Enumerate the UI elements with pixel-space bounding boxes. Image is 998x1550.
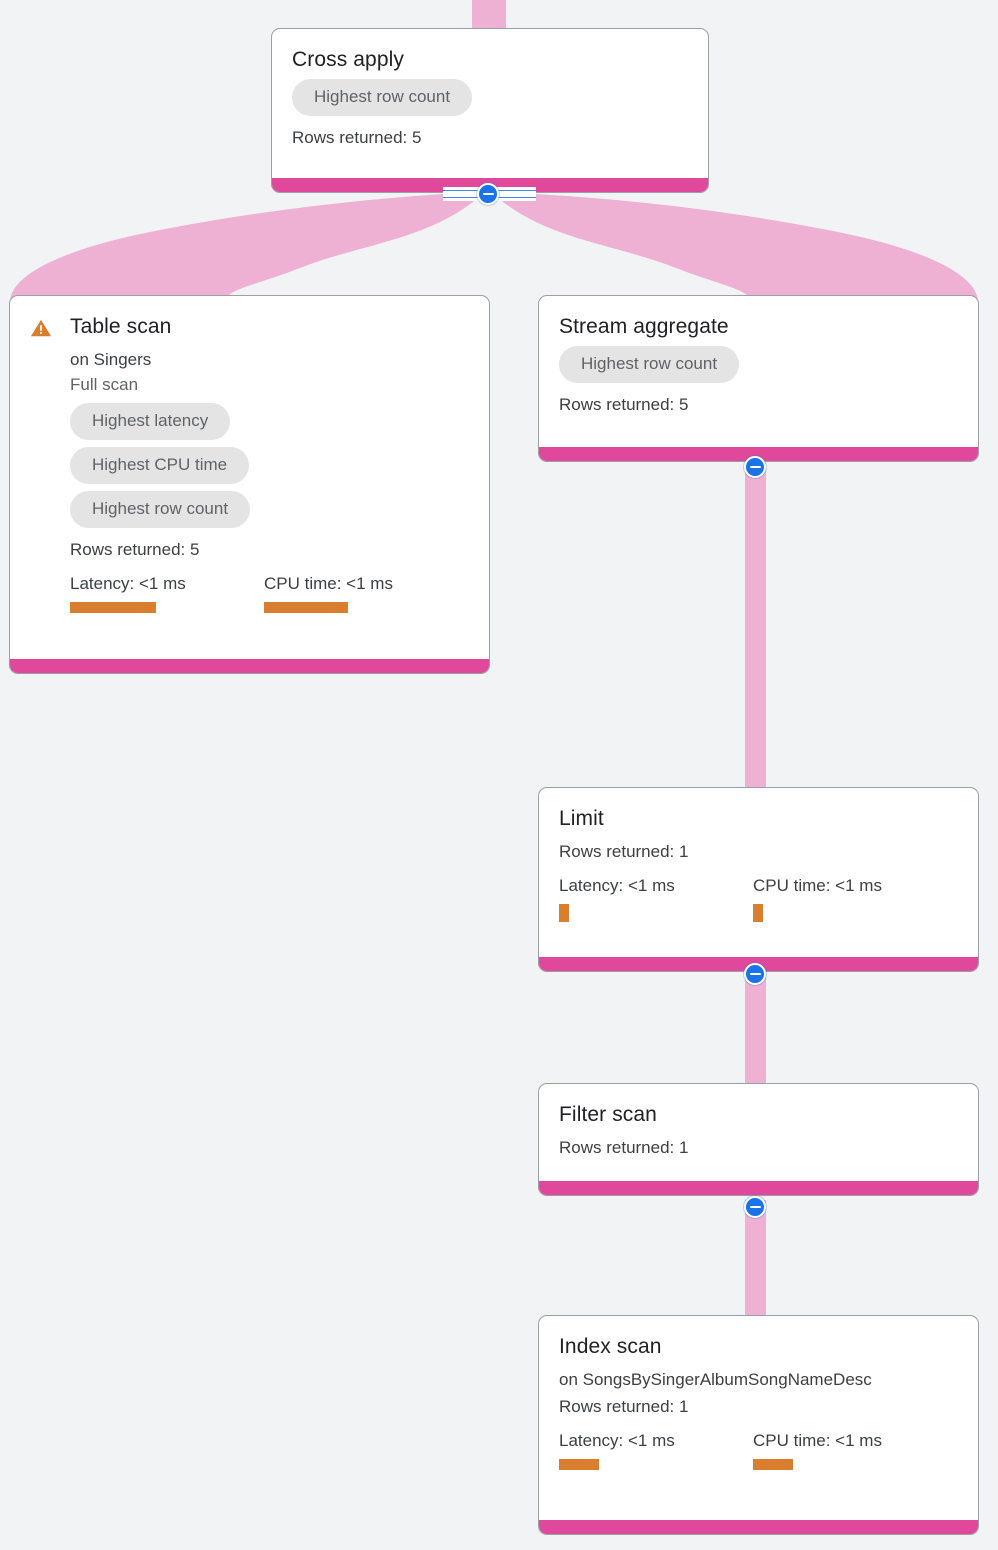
metric-cpu-time-bar — [264, 602, 348, 613]
chip-row: Highest row count — [70, 491, 469, 535]
metric-latency-bar — [559, 1459, 599, 1470]
badge-highest-latency: Highest latency — [70, 403, 231, 440]
node-title: Stream aggregate — [559, 315, 729, 338]
metric-cpu-time-label: CPU time: <1 ms — [753, 876, 882, 895]
warning-icon — [30, 319, 52, 337]
metric-cpu-time-label: CPU time: <1 ms — [753, 1431, 882, 1450]
edge-cross-apply-to-stream-aggregate — [496, 192, 978, 302]
node-stream-aggregate-body: Stream aggregate Highest row count Rows … — [539, 296, 978, 447]
node-accent-bar — [539, 1520, 978, 1534]
node-index-scan-metrics: Latency: <1 ms CPU time: <1 ms — [559, 1430, 958, 1470]
metric-cpu-time-bar — [753, 904, 763, 922]
metric-cpu-time-label: CPU time: <1 ms — [264, 574, 393, 593]
node-table-scan-body: Table scan on Singers Full scan Highest … — [10, 296, 489, 659]
node-cross-apply-body: Cross apply Highest row count Rows retur… — [272, 29, 708, 178]
metric-latency-bar — [70, 602, 156, 613]
node-stream-aggregate-chips: Highest row count — [559, 346, 958, 390]
node-title: Filter scan — [559, 1103, 657, 1126]
node-accent-bar — [10, 659, 489, 673]
rows-returned-label: Rows returned: 5 — [559, 395, 689, 414]
node-limit-body: Limit Rows returned: 1 Latency: <1 ms CP… — [539, 788, 978, 957]
node-table-scan[interactable]: Table scan on Singers Full scan Highest … — [9, 295, 490, 674]
metric-latency: Latency: <1 ms — [559, 875, 753, 922]
badge-highest-row-count: Highest row count — [559, 346, 740, 383]
metric-latency-bar — [559, 904, 569, 922]
node-subtitle: on Singers — [70, 350, 152, 369]
node-filter-scan-body: Filter scan Rows returned: 1 — [539, 1084, 978, 1181]
node-title: Limit — [559, 807, 604, 830]
node-accent-bar — [539, 1181, 978, 1195]
node-title: Index scan — [559, 1335, 662, 1358]
chip-row: Highest CPU time — [70, 447, 469, 491]
chip-row: Highest latency — [70, 403, 469, 447]
node-index-scan[interactable]: Index scan on SongsBySingerAlbumSongName… — [538, 1315, 979, 1535]
metric-latency-label: Latency: <1 ms — [559, 876, 675, 895]
metric-latency: Latency: <1 ms — [559, 1430, 753, 1470]
node-filter-scan[interactable]: Filter scan Rows returned: 1 — [538, 1083, 979, 1196]
node-filter-scan-header: Filter scan — [559, 1102, 958, 1128]
node-cross-apply-chips: Highest row count — [292, 79, 688, 123]
metric-cpu-time: CPU time: <1 ms — [753, 875, 947, 922]
badge-highest-cpu-time: Highest CPU time — [70, 447, 250, 484]
node-table-scan-header: Table scan — [30, 314, 469, 340]
edge-cross-apply-to-table-scan — [10, 192, 480, 302]
node-stream-aggregate-header: Stream aggregate — [559, 314, 958, 340]
toggle-stream-aggregate[interactable] — [744, 456, 766, 478]
rows-returned-label: Rows returned: 5 — [292, 128, 422, 147]
node-stream-aggregate[interactable]: Stream aggregate Highest row count Rows … — [538, 295, 979, 462]
node-limit[interactable]: Limit Rows returned: 1 Latency: <1 ms CP… — [538, 787, 979, 972]
metric-cpu-time: CPU time: <1 ms — [264, 573, 458, 613]
node-limit-metrics: Latency: <1 ms CPU time: <1 ms — [559, 875, 958, 922]
node-limit-header: Limit — [559, 806, 958, 832]
metric-cpu-time: CPU time: <1 ms — [753, 1430, 947, 1470]
node-table-scan-metrics: Latency: <1 ms CPU time: <1 ms — [70, 573, 469, 613]
node-title: Cross apply — [292, 48, 404, 71]
node-index-scan-header: Index scan — [559, 1334, 958, 1360]
chip-row: Highest row count — [292, 79, 688, 123]
edge-limit-to-filter-scan — [745, 968, 766, 1084]
chip-row: Highest row count — [559, 346, 958, 390]
rows-returned-label: Rows returned: 1 — [559, 842, 689, 861]
node-scan-type: Full scan — [70, 375, 139, 394]
toggle-cross-apply[interactable] — [477, 183, 499, 205]
metric-latency-label: Latency: <1 ms — [70, 574, 186, 593]
node-cross-apply[interactable]: Cross apply Highest row count Rows retur… — [271, 28, 709, 193]
node-cross-apply-header: Cross apply — [292, 47, 688, 73]
rows-returned-label: Rows returned: 1 — [559, 1138, 689, 1157]
node-accent-bar — [539, 447, 978, 461]
node-index-scan-body: Index scan on SongsBySingerAlbumSongName… — [539, 1316, 978, 1520]
toggle-limit[interactable] — [744, 963, 766, 985]
edge-stream-aggregate-to-limit — [745, 462, 766, 788]
metric-latency: Latency: <1 ms — [70, 573, 264, 613]
rows-returned-label: Rows returned: 1 — [559, 1397, 689, 1416]
node-subtitle: on SongsBySingerAlbumSongNameDesc — [559, 1370, 872, 1389]
node-title: Table scan — [70, 315, 172, 338]
badge-highest-row-count: Highest row count — [292, 79, 473, 116]
badge-highest-row-count: Highest row count — [70, 491, 251, 528]
rows-returned-label: Rows returned: 5 — [70, 540, 200, 559]
metric-cpu-time-bar — [753, 1459, 793, 1470]
metric-latency-label: Latency: <1 ms — [559, 1431, 675, 1450]
toggle-filter-scan[interactable] — [744, 1196, 766, 1218]
node-table-scan-chips: Highest latency Highest CPU time Highest… — [70, 403, 469, 535]
